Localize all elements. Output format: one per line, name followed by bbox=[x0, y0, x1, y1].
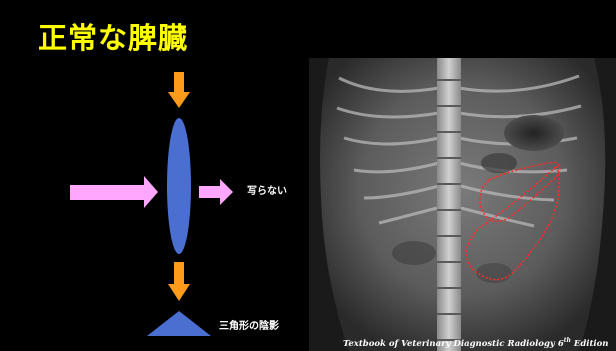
citation-main: Textbook of Veterinary Diagnostic Radiol… bbox=[343, 339, 564, 349]
triangle-shadow bbox=[147, 311, 211, 336]
spleen-ellipse bbox=[167, 118, 191, 254]
citation-tail: Edition bbox=[571, 339, 609, 349]
gas-pocket bbox=[504, 115, 564, 151]
label-not-visible: 写らない bbox=[247, 187, 287, 197]
top-orange-arrow bbox=[168, 72, 190, 108]
spleen-diagram bbox=[0, 0, 310, 351]
spine bbox=[437, 58, 461, 351]
radiograph-drawing bbox=[309, 58, 616, 351]
citation-superscript: th bbox=[564, 337, 571, 344]
bottom-orange-arrow bbox=[168, 262, 190, 301]
right-pink-arrow bbox=[199, 179, 233, 205]
label-triangle-shadow: 三角形の陰影 bbox=[219, 322, 279, 332]
left-pink-arrow bbox=[70, 176, 158, 208]
citation: Textbook of Veterinary Diagnostic Radiol… bbox=[343, 338, 609, 348]
radiograph-image bbox=[309, 58, 616, 351]
